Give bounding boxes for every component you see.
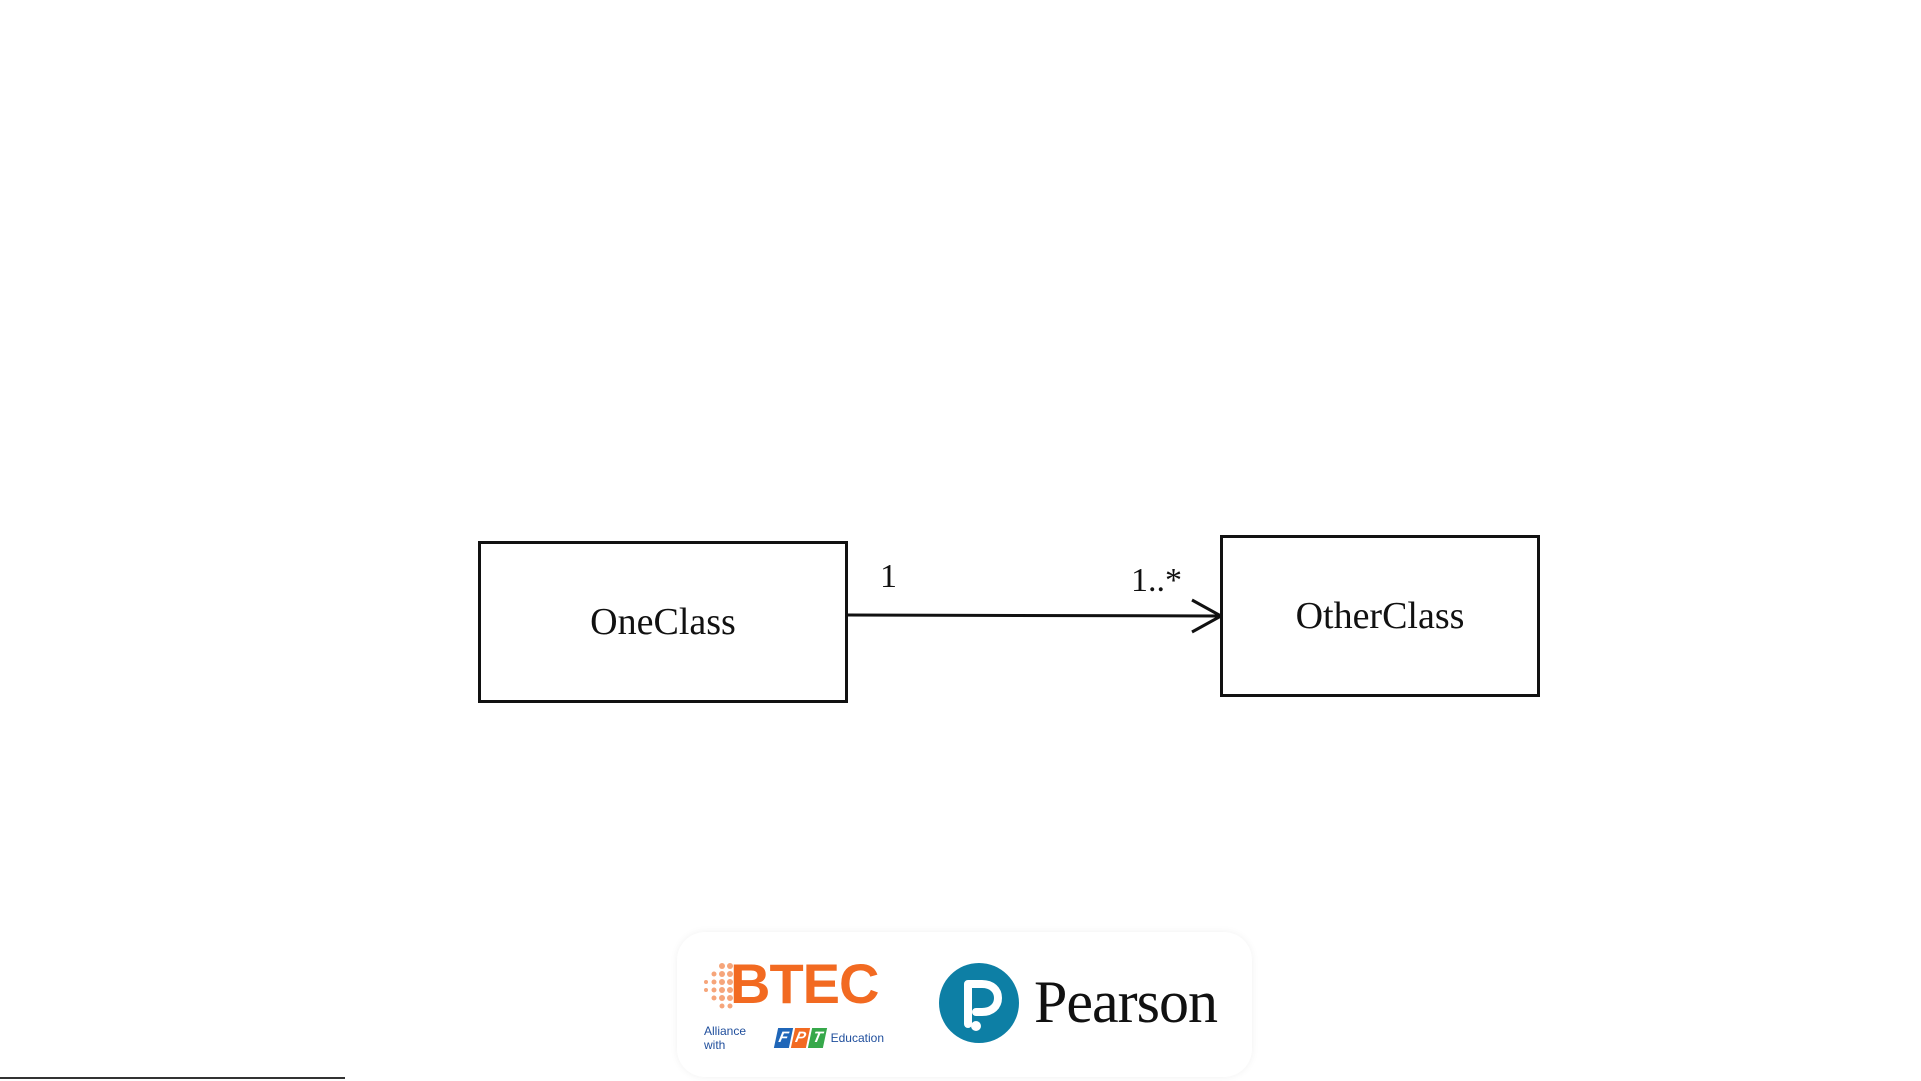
class-name: OtherClass <box>1296 594 1465 638</box>
fpt-letter-p: P <box>790 1028 809 1048</box>
education-text: Education <box>831 1031 884 1045</box>
btec-wordmark: BTEC <box>730 952 878 1016</box>
pearson-logo: Pearson <box>938 958 1238 1048</box>
class-box-oneclass[interactable]: OneClass <box>478 541 848 703</box>
btec-alliance-line: Alliance with F P T Education <box>704 1024 884 1052</box>
open-arrowhead-icon <box>1192 600 1221 632</box>
association-line-path <box>848 615 1220 616</box>
target-multiplicity: 1..* <box>1131 562 1182 600</box>
source-multiplicity: 1 <box>880 558 897 596</box>
fpt-letter-t: T <box>807 1028 826 1048</box>
btec-dots-icon <box>700 960 734 1010</box>
class-name: OneClass <box>590 600 736 644</box>
alliance-text: Alliance with <box>704 1024 770 1052</box>
pearson-p-icon <box>938 962 1020 1044</box>
fpt-logo: F P T <box>776 1028 825 1048</box>
pearson-wordmark: Pearson <box>1034 964 1217 1040</box>
class-box-otherclass[interactable]: OtherClass <box>1220 535 1540 697</box>
footer-rule <box>0 1077 345 1079</box>
fpt-letter-f: F <box>773 1028 792 1048</box>
btec-logo: BTEC Alliance with F P T Education <box>700 952 880 1057</box>
